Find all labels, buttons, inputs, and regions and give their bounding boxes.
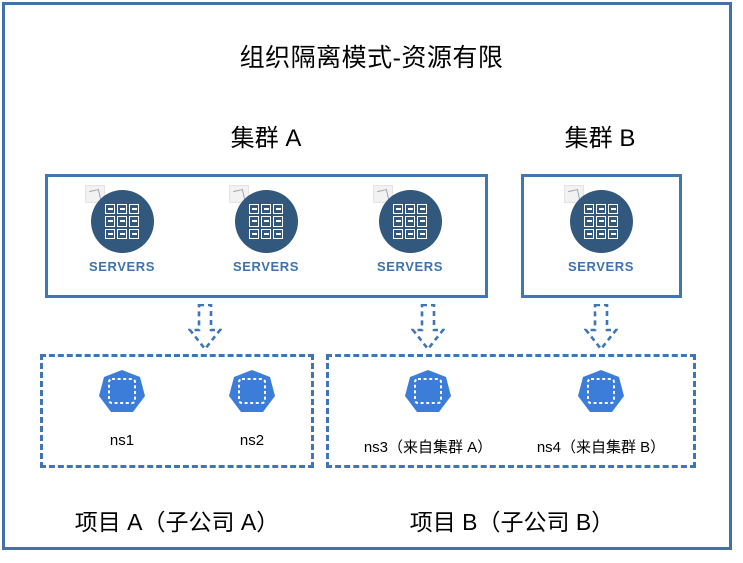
project-b-box	[326, 354, 696, 468]
server-label: SERVERS	[376, 259, 444, 274]
rack-cell	[392, 204, 403, 215]
cluster-b-caption: 集群 B	[564, 125, 636, 152]
namespace-label-ns1: ns1	[109, 432, 135, 449]
cluster-b-server-1[interactable]: SERVERS	[547, 185, 655, 274]
rack-cell	[129, 228, 140, 239]
namespace-node-ns3[interactable]	[378, 368, 478, 416]
rack-cell	[129, 204, 140, 215]
server-label: SERVERS	[88, 259, 156, 274]
rack-cell	[392, 216, 403, 227]
rack-cell	[417, 204, 428, 215]
rack-cell	[608, 216, 619, 227]
rack-cell	[273, 228, 284, 239]
namespace-node-ns2[interactable]	[202, 368, 302, 416]
rack-cell	[116, 204, 128, 215]
rack-cell	[248, 204, 259, 215]
rack-cell	[608, 228, 619, 239]
namespace-node-ns1[interactable]	[72, 368, 172, 416]
server-rack-grid	[392, 204, 428, 239]
servers-rack-icon	[84, 185, 154, 253]
servers-rack-icon	[228, 185, 298, 253]
rack-cell	[404, 216, 416, 227]
rack-cell	[417, 228, 428, 239]
rack-cell	[104, 228, 115, 239]
namespace-label-ns4: ns4（来自集群 B）	[536, 439, 666, 456]
rack-cell	[248, 216, 259, 227]
rack-cell	[260, 204, 272, 215]
rack-cell	[595, 204, 607, 215]
rack-cell	[104, 204, 115, 215]
project-b-caption: 项目 B（子公司 B）	[409, 509, 615, 535]
rack-cell	[104, 216, 115, 227]
rack-cell	[273, 204, 284, 215]
server-label: SERVERS	[567, 259, 635, 274]
rack-cell	[129, 216, 140, 227]
cluster-a-caption: 集群 A	[230, 125, 302, 152]
rack-cell	[392, 228, 403, 239]
project-a-box	[40, 354, 314, 468]
rack-cell	[583, 216, 594, 227]
rack-cell	[116, 228, 128, 239]
namespace-icon	[99, 370, 145, 412]
server-rack-grid	[583, 204, 619, 239]
rack-cell	[595, 216, 607, 227]
rack-cell	[583, 204, 594, 215]
rack-cell	[248, 228, 259, 239]
rack-cell	[260, 228, 272, 239]
server-rack-grid	[104, 204, 140, 239]
rack-cell	[404, 204, 416, 215]
cluster-a-server-1[interactable]: SERVERS	[68, 185, 176, 274]
rack-cell	[273, 216, 284, 227]
rack-cell	[260, 216, 272, 227]
rack-cell	[583, 228, 594, 239]
cluster-a-server-3[interactable]: SERVERS	[356, 185, 464, 274]
rack-cell	[608, 204, 619, 215]
namespace-icon	[405, 370, 451, 412]
page-title: 组织隔离模式-资源有限	[239, 44, 504, 72]
namespace-icon	[229, 370, 275, 412]
server-label: SERVERS	[232, 259, 300, 274]
rack-cell	[404, 228, 416, 239]
namespace-node-ns4[interactable]	[551, 368, 651, 416]
servers-rack-icon	[563, 185, 633, 253]
servers-rack-icon	[372, 185, 442, 253]
server-rack-grid	[248, 204, 284, 239]
dashed-down-arrow-icon	[411, 304, 445, 351]
rack-cell	[116, 216, 128, 227]
namespace-label-ns2: ns2	[239, 432, 265, 449]
cluster-a-server-2[interactable]: SERVERS	[212, 185, 320, 274]
project-a-caption: 项目 A（子公司 A）	[74, 509, 280, 535]
rack-cell	[595, 228, 607, 239]
namespace-icon	[578, 370, 624, 412]
namespace-label-ns3: ns3（来自集群 A）	[363, 439, 493, 456]
dashed-down-arrow-icon	[188, 304, 222, 351]
rack-cell	[417, 216, 428, 227]
dashed-down-arrow-icon	[584, 304, 618, 351]
